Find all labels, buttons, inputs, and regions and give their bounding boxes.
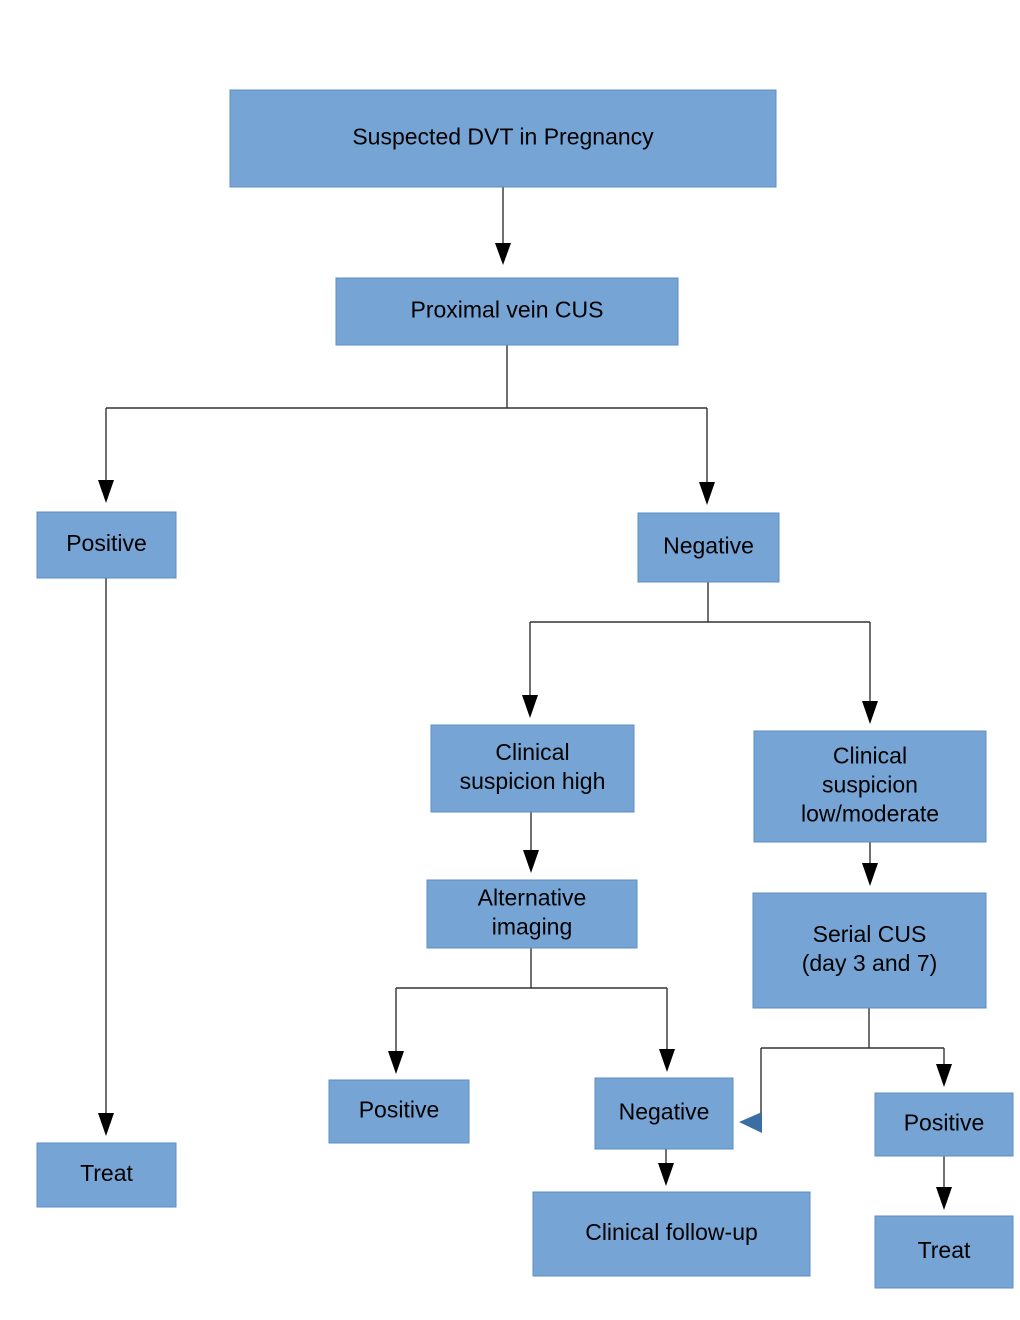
node-box[interactable]: [36, 1142, 177, 1208]
node-label: Clinical suspicion low/moderate: [801, 743, 939, 827]
node-box[interactable]: [426, 879, 638, 949]
node-label: Positive: [904, 1110, 985, 1136]
node-label: Clinical follow-up: [585, 1219, 758, 1245]
node-label-line: Clinical follow-up: [585, 1219, 758, 1245]
node-positive-2[interactable]: Positive: [328, 1079, 470, 1144]
node-label-line: Clinical: [495, 739, 569, 765]
node-label: Serial CUS (day 3 and 7): [802, 921, 938, 976]
edge-proximal-cus-split: [98, 345, 715, 505]
node-label-line: Positive: [904, 1110, 985, 1136]
node-label-line: suspicion high: [460, 768, 606, 794]
node-negative-2[interactable]: Negative: [594, 1077, 734, 1150]
node-box[interactable]: [874, 1215, 1014, 1289]
arrowhead-icon: [495, 243, 511, 265]
edge-positive1-to-treat-left: [98, 578, 114, 1136]
node-label-line: low/moderate: [801, 801, 939, 827]
node-label: Negative: [663, 533, 754, 559]
node-negative-1[interactable]: Negative: [637, 512, 780, 583]
node-label-line: Negative: [663, 533, 754, 559]
arrowhead-icon: [388, 1051, 404, 1074]
node-box[interactable]: [874, 1092, 1014, 1157]
edge-suspected-to-proximal-cus: [495, 187, 511, 265]
node-box[interactable]: [36, 511, 177, 579]
arrowhead-icon: [699, 482, 715, 505]
node-label-line: Suspected DVT in Pregnancy: [352, 124, 654, 150]
node-label: Clinical suspicion high: [460, 739, 606, 794]
arrowhead-icon: [98, 480, 114, 503]
node-box[interactable]: [328, 1079, 470, 1144]
node-label-line: (day 3 and 7): [802, 950, 938, 976]
node-positive-1[interactable]: Positive: [36, 511, 177, 579]
node-treat-right[interactable]: Treat: [874, 1215, 1014, 1289]
node-label-line: Proximal vein CUS: [411, 297, 604, 323]
node-label: Positive: [66, 530, 147, 556]
node-label: Positive: [359, 1097, 440, 1123]
node-label: Proximal vein CUS: [411, 297, 604, 323]
arrowhead-icon: [523, 850, 539, 873]
node-treat-left[interactable]: Treat: [36, 1142, 177, 1208]
node-box[interactable]: [335, 277, 679, 346]
edges-layer: [98, 187, 952, 1210]
node-label: Suspected DVT in Pregnancy: [352, 124, 654, 150]
node-suspicion-high[interactable]: Clinical suspicion high: [430, 724, 635, 813]
node-box[interactable]: [430, 724, 635, 813]
node-suspicion-low[interactable]: Clinical suspicion low/moderate: [753, 730, 987, 843]
node-label: Treat: [918, 1237, 971, 1263]
node-label: Negative: [619, 1099, 710, 1125]
edge-suspicion-high-to-alt-imaging: [523, 812, 539, 873]
node-box[interactable]: [637, 512, 780, 583]
edge-negative1-split: [522, 582, 878, 724]
edge-negative2-to-follow-up: [658, 1149, 674, 1186]
node-label-line: Treat: [918, 1237, 971, 1263]
edge-positive3-to-treat-right: [936, 1156, 952, 1210]
arrowhead-icon: [862, 701, 878, 724]
edge-serial-cus-split: [739, 1008, 952, 1133]
node-box[interactable]: [752, 892, 987, 1009]
node-suspected[interactable]: Suspected DVT in Pregnancy: [229, 89, 777, 188]
arrowhead-icon: [862, 863, 878, 886]
node-label-line: Negative: [619, 1099, 710, 1125]
node-label-line: Treat: [80, 1160, 133, 1186]
arrowhead-icon: [739, 1112, 762, 1133]
node-positive-3[interactable]: Positive: [874, 1092, 1014, 1157]
node-label: Treat: [80, 1160, 133, 1186]
node-label: Alternative imaging: [478, 885, 587, 940]
arrowhead-icon: [98, 1113, 114, 1136]
node-label-line: Alternative: [478, 885, 587, 911]
node-label-line: Serial CUS: [813, 921, 927, 947]
arrowhead-icon: [936, 1187, 952, 1210]
node-label-line: Clinical: [833, 743, 907, 769]
edge-alt-imaging-split: [388, 948, 675, 1074]
arrowhead-icon: [936, 1064, 952, 1087]
node-box[interactable]: [532, 1191, 811, 1277]
arrowhead-icon: [659, 1049, 675, 1072]
node-box[interactable]: [229, 89, 777, 188]
node-label-line: suspicion: [822, 772, 918, 798]
node-label-line: Positive: [66, 530, 147, 556]
node-box[interactable]: [594, 1077, 734, 1150]
arrowhead-icon: [522, 695, 538, 718]
node-proximal-cus[interactable]: Proximal vein CUS: [335, 277, 679, 346]
edge-suspicion-low-to-serial-cus: [862, 842, 878, 886]
node-serial-cus[interactable]: Serial CUS (day 3 and 7): [752, 892, 987, 1009]
node-follow-up[interactable]: Clinical follow-up: [532, 1191, 811, 1277]
node-alt-imaging[interactable]: Alternative imaging: [426, 879, 638, 949]
node-label-line: Positive: [359, 1097, 440, 1123]
node-label-line: imaging: [492, 914, 573, 940]
arrowhead-icon: [658, 1163, 674, 1186]
node-box[interactable]: [753, 730, 987, 843]
